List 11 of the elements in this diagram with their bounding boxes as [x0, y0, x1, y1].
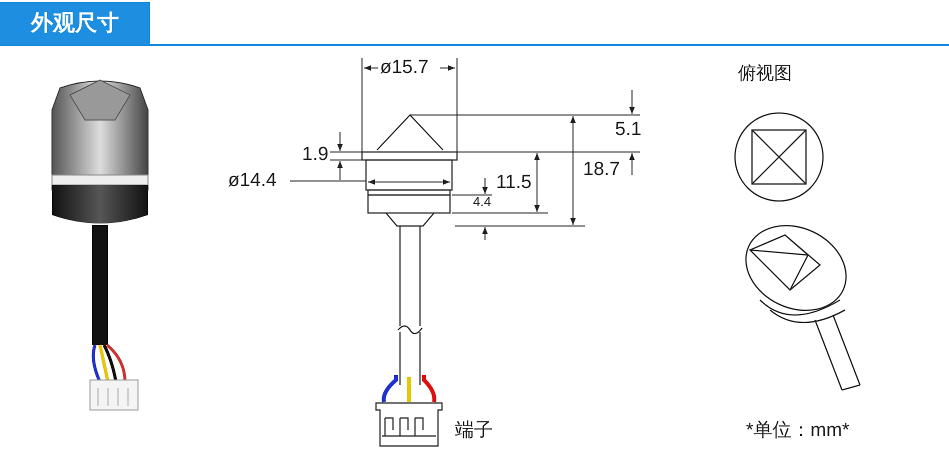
dimension-label: 4.4	[473, 195, 492, 208]
view-label: 俯视图	[738, 64, 792, 82]
dimension-label: ø14.4	[228, 171, 277, 190]
part-label: 端子	[455, 421, 493, 440]
unit-note: *单位：mm*	[746, 421, 850, 440]
dimension-label: 18.7	[583, 160, 620, 179]
dimension-label: 5.1	[615, 120, 642, 139]
dimension-label: ø15.7	[380, 58, 429, 77]
section-heading: 外观尺寸	[0, 2, 150, 44]
dimension-label: 1.9	[302, 145, 328, 164]
dimension-label: 11.5	[496, 173, 532, 192]
